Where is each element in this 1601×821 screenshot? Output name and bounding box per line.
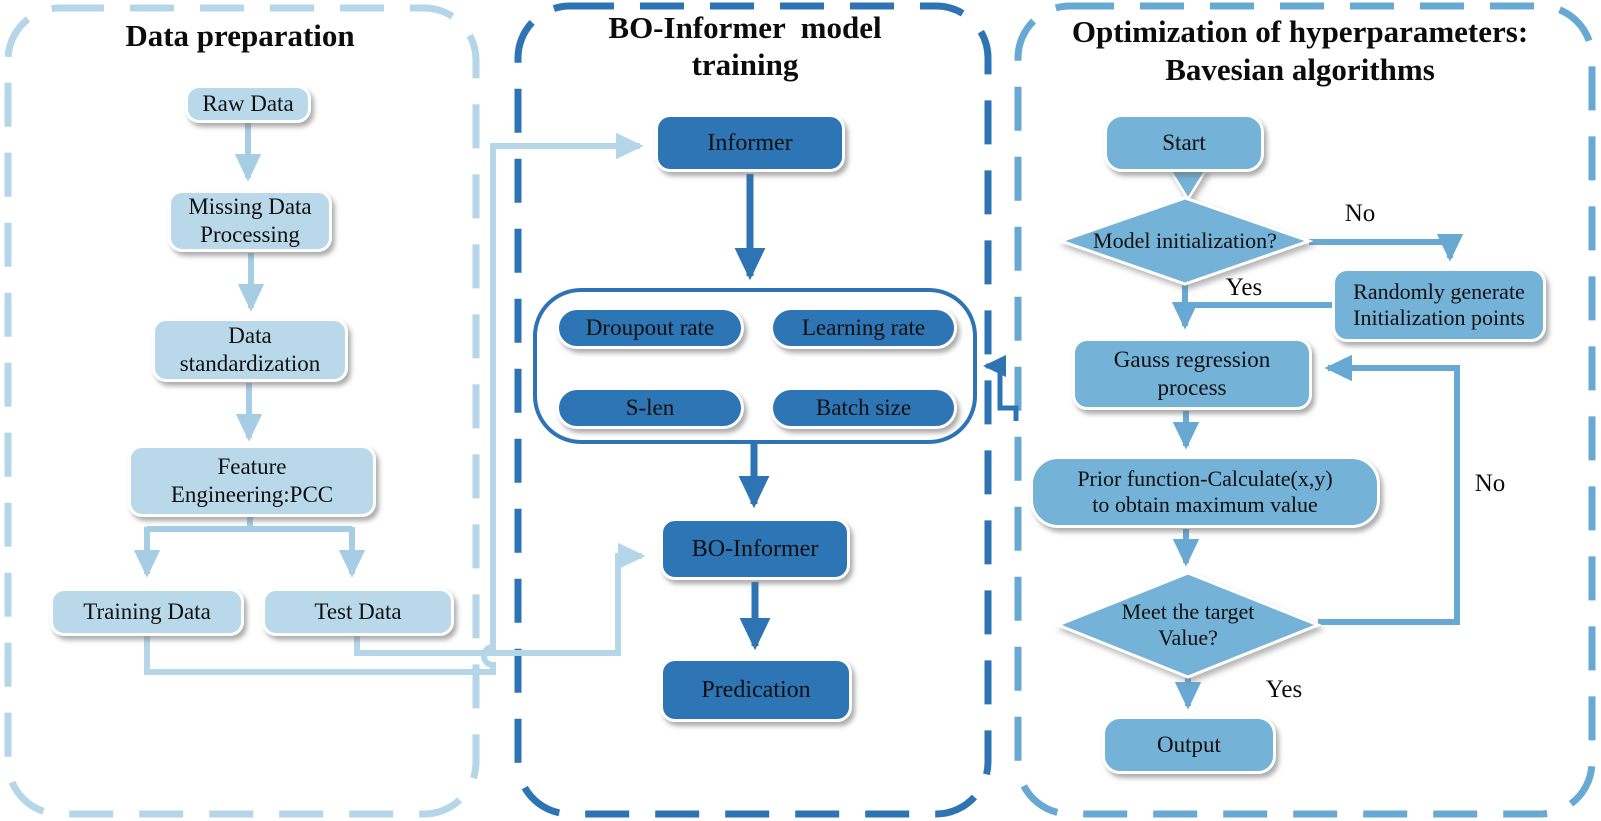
node-learning-rate: Learning rate bbox=[770, 307, 957, 349]
panel-title-model-training-line1: BO-Informer model bbox=[608, 10, 882, 45]
panel-title-optimization-line2: Bavesian algorithms bbox=[1165, 52, 1435, 87]
missing-line1: Missing Data bbox=[188, 194, 312, 220]
start-tail bbox=[1167, 168, 1209, 202]
node-batch-size: Batch size bbox=[770, 387, 957, 429]
std-line1: Data bbox=[228, 323, 272, 349]
split-bar-feature bbox=[147, 517, 352, 532]
node-data-standardization: Data standardization bbox=[152, 318, 348, 382]
node-randomly-generate: Randomly generate Initialization points bbox=[1332, 268, 1546, 342]
label-yes-bottom: Yes bbox=[1265, 676, 1303, 703]
label-no-loop: No bbox=[1474, 470, 1506, 497]
node-training-data: Training Data bbox=[50, 588, 244, 636]
random-line2: Initialization points bbox=[1353, 305, 1525, 330]
node-droupout-rate: Droupout rate bbox=[556, 307, 744, 349]
label-no-top: No bbox=[1344, 200, 1376, 227]
diamond-meet-target-label: Meet the target Value? bbox=[1088, 599, 1288, 651]
gauss-line2: process bbox=[1157, 375, 1227, 400]
connector-training-data-to-informer bbox=[144, 132, 644, 675]
informer-label: Informer bbox=[707, 129, 793, 156]
node-raw-data-label: Raw Data bbox=[202, 91, 294, 117]
s-len-label: S-len bbox=[625, 395, 675, 421]
panel-border-data-preparation bbox=[4, 4, 480, 818]
node-raw-data: Raw Data bbox=[185, 85, 311, 123]
arrow-no-to-random-generate bbox=[1309, 234, 1464, 262]
panel-title-model-training-line2: training bbox=[691, 47, 799, 82]
missing-line2: Processing bbox=[200, 222, 300, 247]
node-bo-informer: BO-Informer bbox=[660, 518, 850, 580]
diamond-model-initialization-label: Model initialization? bbox=[1093, 228, 1277, 253]
node-predication: Predication bbox=[660, 658, 852, 722]
connector-no-loop-to-gauss bbox=[1318, 354, 1460, 625]
panel-title-optimization-line1: Optimization of hyperparameters: bbox=[1071, 14, 1529, 49]
node-informer: Informer bbox=[655, 114, 845, 172]
batch-size-label: Batch size bbox=[815, 395, 912, 421]
node-output: Output bbox=[1102, 716, 1276, 774]
meet-line1: Meet the target bbox=[1121, 599, 1255, 624]
training-data-label: Training Data bbox=[83, 599, 211, 625]
learning-rate-label: Learning rate bbox=[801, 315, 926, 341]
node-missing-data-processing: Missing Data Processing bbox=[168, 190, 332, 252]
node-feature-engineering: Feature Engineering:PCC bbox=[128, 445, 376, 517]
connector-feedback-to-hyperparameters bbox=[983, 355, 1019, 421]
test-data-label: Test Data bbox=[314, 599, 402, 625]
diamond-model-initialization bbox=[1056, 196, 1314, 286]
feature-line1: Feature bbox=[217, 454, 287, 480]
start-label: Start bbox=[1162, 130, 1206, 156]
std-line2: standardization bbox=[179, 351, 321, 376]
output-label: Output bbox=[1157, 732, 1221, 758]
node-start: Start bbox=[1104, 114, 1264, 172]
node-s-len: S-len bbox=[556, 387, 744, 429]
connector-test-data-to-bo-informer bbox=[354, 542, 646, 656]
prior-line2: to obtain maximum value bbox=[1092, 492, 1318, 517]
meet-line2: Value? bbox=[1158, 624, 1218, 650]
bo-informer-label: BO-Informer bbox=[691, 535, 819, 562]
node-test-data: Test Data bbox=[262, 588, 454, 636]
diamond-meet-target-value bbox=[1053, 571, 1323, 679]
droupout-rate-label: Droupout rate bbox=[585, 315, 715, 341]
predication-label: Predication bbox=[701, 676, 811, 703]
panel-border-model-training bbox=[514, 2, 992, 818]
node-gauss-regression: Gauss regression process bbox=[1072, 338, 1312, 410]
label-yes-top: Yes bbox=[1225, 274, 1263, 301]
node-prior-function: Prior function-Calculate(x,y) to obtain … bbox=[1030, 456, 1380, 528]
gauss-line1: Gauss regression bbox=[1113, 347, 1271, 373]
prior-line1: Prior function-Calculate(x,y) bbox=[1077, 465, 1333, 491]
panel-title-data-preparation: Data preparation bbox=[125, 18, 355, 53]
random-line1: Randomly generate bbox=[1353, 278, 1525, 304]
feature-line2: Engineering:PCC bbox=[170, 482, 334, 507]
